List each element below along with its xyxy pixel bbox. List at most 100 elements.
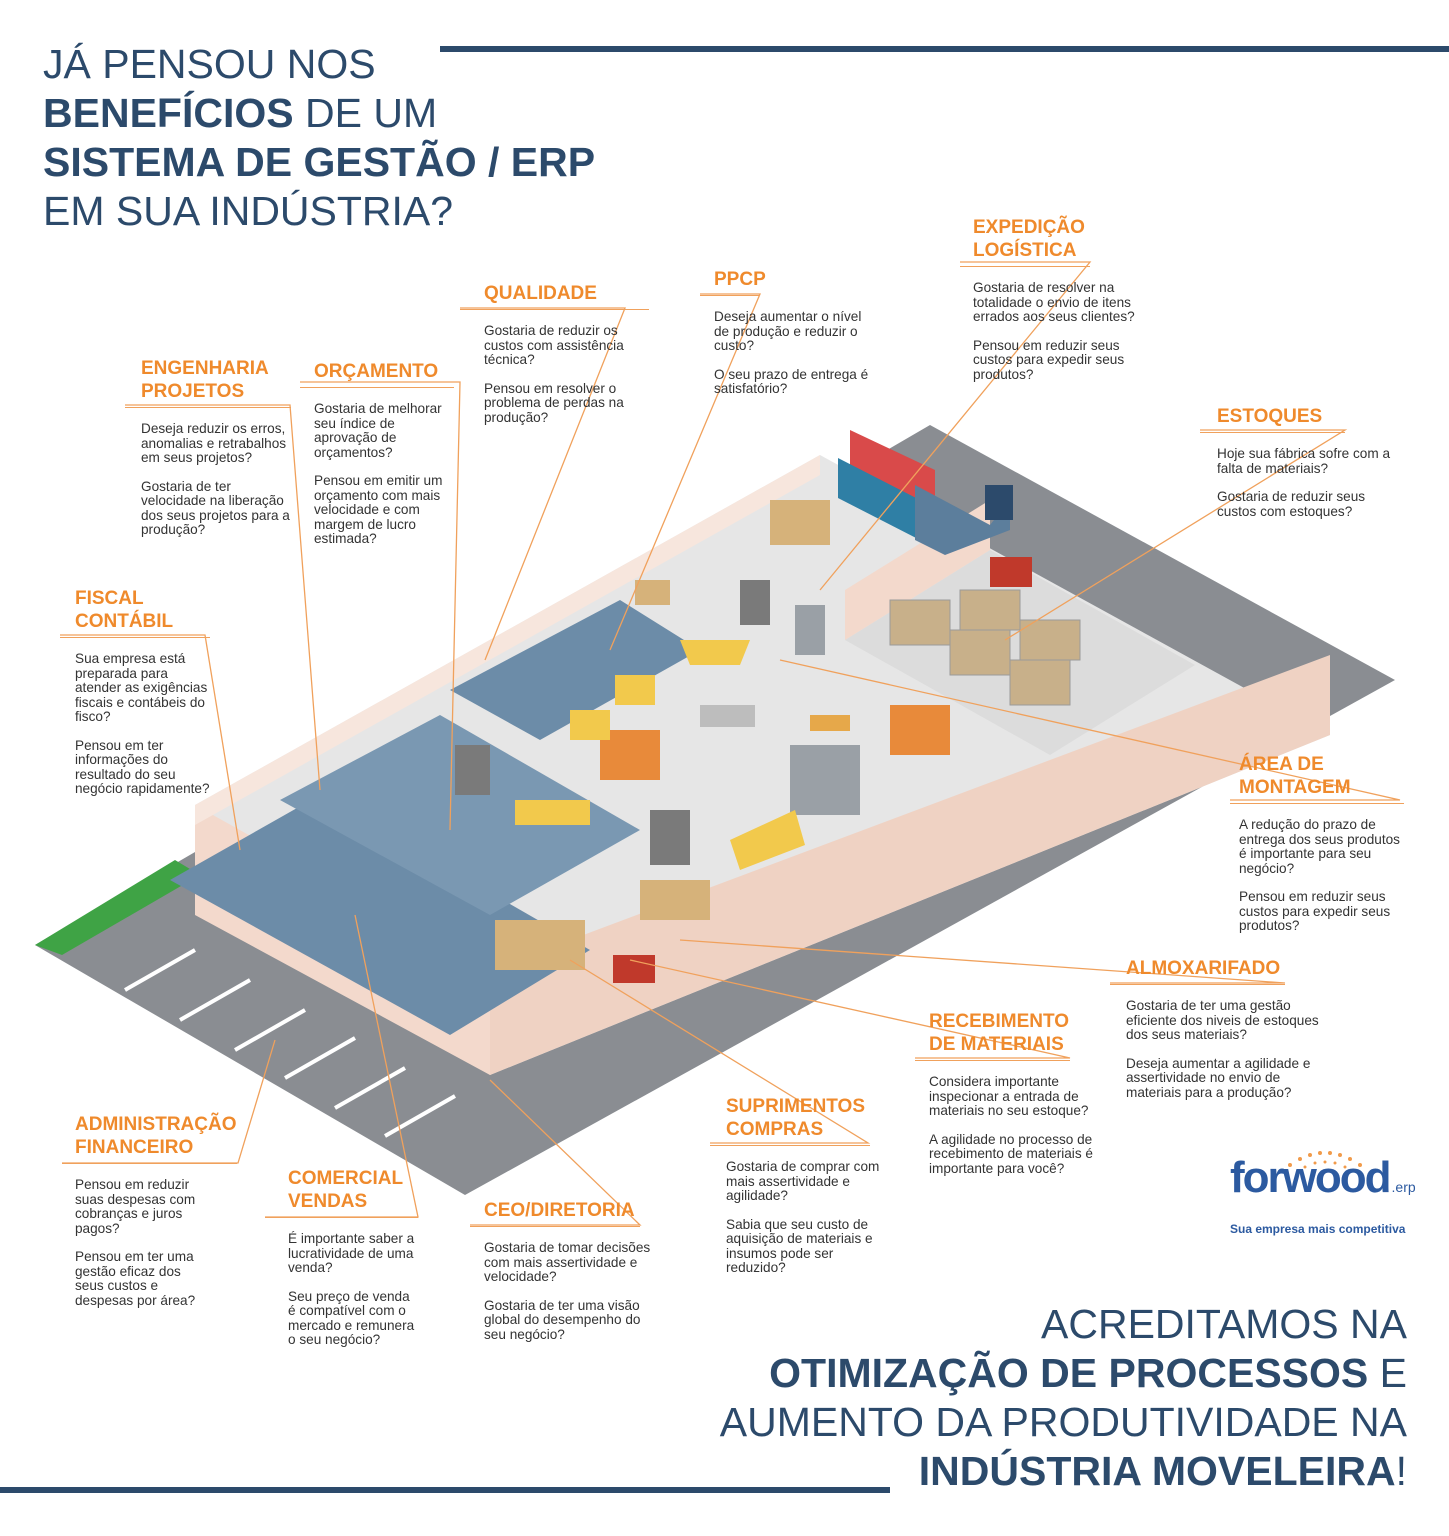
container-teal bbox=[838, 458, 920, 540]
dept-rule bbox=[470, 1226, 640, 1227]
dept-question: A redução do prazo de entrega dos seus p… bbox=[1239, 817, 1400, 876]
meeting-floor bbox=[450, 600, 700, 740]
leader-almoxarifado bbox=[679, 939, 1286, 984]
dept-almoxarifado: ALMOXARIFADO Gostaria de ter uma gestão … bbox=[1110, 957, 1326, 1114]
headline-line-1: JÁ PENSOU NOS bbox=[43, 41, 376, 87]
office-floor bbox=[170, 795, 590, 1035]
dept-rule bbox=[915, 1060, 1070, 1061]
dept-question: Deseja aumentar o nível de produção e re… bbox=[714, 309, 862, 353]
logo-suffix: .erp bbox=[1391, 1179, 1416, 1195]
dept-question: Deseja reduzir os erros, anomalias e ret… bbox=[141, 421, 287, 465]
truck bbox=[915, 485, 1010, 555]
dept-question: Gostaria de resolver na totalidade o env… bbox=[973, 280, 1135, 324]
dept-question: O seu prazo de entrega é satisfatório? bbox=[714, 366, 869, 396]
closing-line-3: AUMENTO DA PRODUTIVIDADE NA bbox=[719, 1399, 1407, 1445]
dept-rule bbox=[265, 1217, 418, 1218]
wall-right bbox=[490, 655, 1330, 1075]
dept-title: CEO/DIRETORIA bbox=[484, 1200, 635, 1221]
logo-tagline: Sua empresa mais competitiva bbox=[1230, 1222, 1406, 1236]
dept-rule bbox=[62, 1163, 237, 1164]
office-floor-2 bbox=[280, 715, 640, 915]
parking-lines bbox=[124, 948, 456, 1138]
dept-question: Deseja aumentar a agilidade e assertivid… bbox=[1126, 1055, 1311, 1100]
headline-line-4: EM SUA INDÚSTRIA? bbox=[43, 188, 454, 234]
dept-question: Pensou em reduzir suas despesas com cobr… bbox=[75, 1177, 196, 1236]
leader-qualidade bbox=[460, 307, 626, 661]
dept-title: QUALIDADE bbox=[484, 283, 597, 304]
dept-ceo: CEO/DIRETORIA Gostaria de tomar decisões… bbox=[470, 1199, 664, 1356]
leader-fiscal bbox=[60, 634, 241, 851]
dept-question: Gostaria de tomar decisões com mais asse… bbox=[484, 1240, 651, 1284]
top-rule bbox=[440, 46, 1449, 52]
closing-line-2-rest: E bbox=[1368, 1350, 1407, 1396]
dept-rule bbox=[125, 407, 291, 408]
closing-line-2-bold: OTIMIZAÇÃO DE PROCESSOS bbox=[769, 1350, 1369, 1396]
dept-rule bbox=[60, 637, 210, 638]
leader-recebimento bbox=[629, 959, 1071, 1059]
dept-question: Pensou em reduzir seus custos para exped… bbox=[973, 337, 1125, 382]
headline-line-2-rest: DE UM bbox=[293, 90, 438, 136]
leader-ppcp bbox=[609, 293, 761, 651]
truck-cab bbox=[985, 485, 1013, 520]
container-red bbox=[850, 430, 935, 510]
dept-ppcp: PPCP Deseja aumentar o nível de produção… bbox=[700, 268, 874, 411]
leader-montagem bbox=[779, 659, 1401, 801]
leader-suprimentos bbox=[569, 959, 871, 1144]
dept-question: Gostaria de ter uma gestão eficiente dos… bbox=[1126, 998, 1319, 1042]
closing-line-1: ACREDITAMOS NA bbox=[1041, 1301, 1407, 1347]
dept-question: Gostaria de comprar com mais assertivida… bbox=[726, 1159, 880, 1203]
leader-engenharia bbox=[125, 404, 321, 791]
dept-question: Pensou em reduzir seus custos para exped… bbox=[1239, 889, 1391, 933]
dept-rule bbox=[960, 266, 1090, 267]
dept-rule bbox=[1200, 432, 1345, 433]
leader-estoques bbox=[1004, 429, 1348, 641]
dept-question: Pensou em ter informações do resultado d… bbox=[75, 737, 210, 796]
wall-back bbox=[195, 455, 820, 825]
dept-rule bbox=[1230, 803, 1404, 804]
loading-door bbox=[990, 557, 1032, 587]
leader-orcamento bbox=[300, 381, 461, 831]
dept-rule bbox=[300, 387, 454, 388]
dept-question: A agilidade no processo de recebimento d… bbox=[929, 1131, 1093, 1176]
dept-question: Seu preço de venda é compatível com o me… bbox=[288, 1288, 415, 1347]
headline-line-3-bold: SISTEMA DE GESTÃO / ERP bbox=[43, 139, 596, 185]
dept-qualidade: QUALIDADE Gostaria de reduzir os custos … bbox=[460, 282, 649, 439]
dept-rule bbox=[1110, 984, 1285, 985]
dept-question: Gostaria de reduzir os custos com assist… bbox=[484, 323, 624, 367]
receiving-door bbox=[613, 955, 655, 983]
dept-question: Gostaria de ter velocidade na liberação … bbox=[141, 478, 290, 537]
leader-ceo bbox=[470, 1079, 642, 1226]
closing-statement: ACREDITAMOS NA OTIMIZAÇÃO DE PROCESSOS E… bbox=[720, 1300, 1407, 1496]
dept-question: É importante saber a lucratividade de um… bbox=[288, 1231, 415, 1275]
cardboard-boxes bbox=[495, 500, 830, 970]
dept-question: Pensou em emitir um orçamento com mais v… bbox=[314, 473, 443, 546]
logo-mark-icon bbox=[1288, 1151, 1362, 1169]
forwood-logo: forwood.erp Sua empresa mais competitiva bbox=[1230, 1151, 1420, 1236]
dept-title: ALMOXARIFADO bbox=[1126, 958, 1281, 979]
dept-estoques: ESTOQUES Hoje sua fábrica sofre com a fa… bbox=[1200, 405, 1407, 533]
dept-question: Sabia que seu custo de aquisição de mate… bbox=[726, 1216, 873, 1275]
dept-orcamento: ORÇAMENTO Gostaria de melhorar seu índic… bbox=[300, 360, 454, 561]
dept-question: Pensou em resolver o problema de perdas … bbox=[484, 380, 624, 425]
closing-line-4-rest: ! bbox=[1395, 1448, 1407, 1494]
dept-question: Gostaria de ter uma visão global do dese… bbox=[484, 1297, 641, 1342]
dept-title: PPCP bbox=[714, 269, 766, 290]
closing-line-4-bold: INDÚSTRIA MOVELEIRA bbox=[918, 1448, 1396, 1494]
dept-question: Gostaria de melhorar seu índice de aprov… bbox=[314, 401, 442, 460]
dept-question: Sua empresa está preparada para atender … bbox=[75, 651, 208, 724]
production-machines bbox=[455, 580, 950, 870]
